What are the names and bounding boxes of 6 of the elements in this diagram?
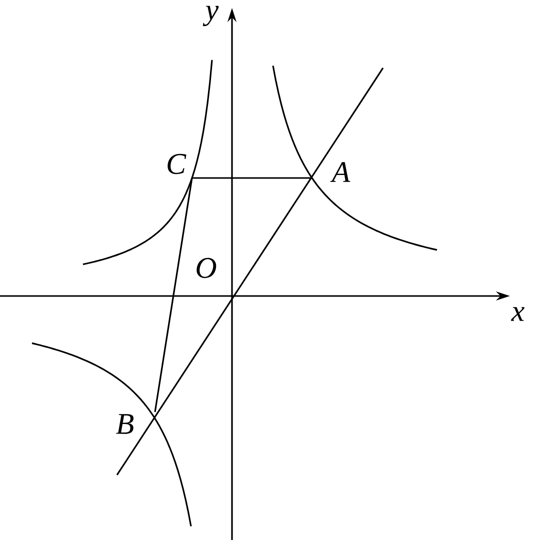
- axis-label: y: [202, 6, 219, 26]
- point-label: B: [116, 414, 134, 434]
- point-label: C: [168, 154, 186, 174]
- origin-label: O: [196, 258, 216, 278]
- axis-label: x: [510, 307, 524, 321]
- point-label: A: [330, 162, 350, 182]
